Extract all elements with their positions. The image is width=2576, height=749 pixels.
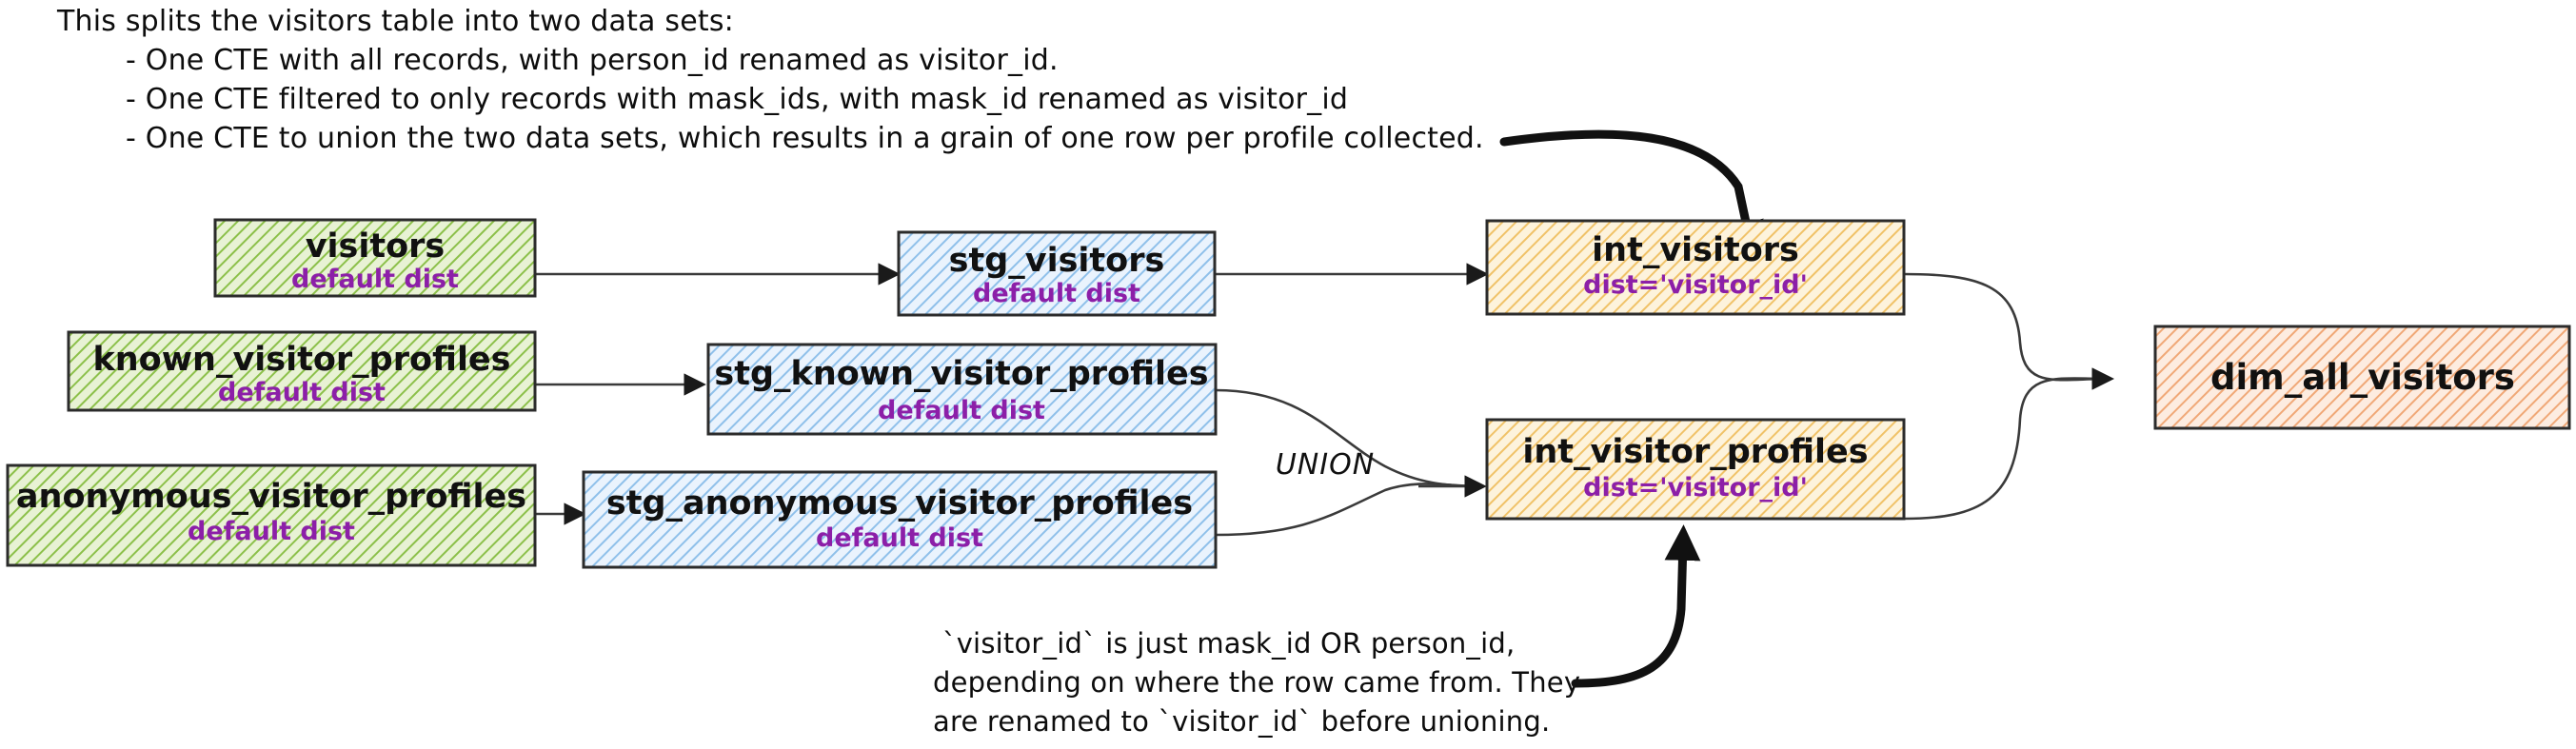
- top-annotation-line-0: This splits the visitors table into two …: [56, 5, 734, 38]
- node-stg-anonymous-visitor-profiles-subtitle: default dist: [816, 523, 983, 553]
- bottom-annotation-line-0: `visitor_id` is just mask_id OR person_i…: [942, 627, 1515, 660]
- node-anonymous-visitor-profiles-title: anonymous_visitor_profiles: [16, 478, 526, 516]
- node-known-visitor-profiles-subtitle: default dist: [218, 378, 386, 407]
- node-int-visitors[interactable]: int_visitors dist='visitor_id': [1485, 219, 1906, 316]
- node-int-visitors-subtitle: dist='visitor_id': [1583, 270, 1808, 300]
- node-int-visitor-profiles-title: int_visitor_profiles: [1522, 433, 1868, 471]
- edge-int-visitors-to-dim: [1903, 272, 2114, 390]
- node-stg-visitors[interactable]: stg_visitors default dist: [897, 230, 1217, 317]
- node-stg-anonymous-visitor-profiles-title: stg_anonymous_visitor_profiles: [606, 484, 1193, 522]
- node-stg-known-visitor-profiles[interactable]: stg_known_visitor_profiles default dist: [706, 343, 1218, 436]
- node-known-visitor-profiles-title: known_visitor_profiles: [92, 341, 510, 379]
- top-annotation-line-3: - One CTE to union the two data sets, wh…: [126, 122, 1484, 155]
- callout-arrow-bottom: [1571, 524, 1701, 688]
- top-annotation: This splits the visitors table into two …: [56, 5, 1484, 155]
- node-visitors-title: visitors: [306, 227, 446, 266]
- bottom-annotation: `visitor_id` is just mask_id OR person_i…: [933, 627, 1580, 738]
- node-dim-all-visitors[interactable]: dim_all_visitors: [2153, 325, 2571, 430]
- node-stg-visitors-subtitle: default dist: [973, 279, 1140, 308]
- node-anonymous-visitor-profiles-subtitle: default dist: [188, 517, 355, 546]
- node-stg-known-visitor-profiles-title: stg_known_visitor_profiles: [714, 355, 1208, 393]
- edge-stg-anonymous-to-int-profiles: [1215, 483, 1484, 537]
- edges: [534, 263, 2114, 537]
- node-visitors[interactable]: visitors default dist: [213, 218, 537, 298]
- edge-int-profiles-to-dim: [1903, 367, 2114, 521]
- node-dim-all-visitors-title: dim_all_visitors: [2210, 357, 2515, 398]
- node-stg-known-visitor-profiles-subtitle: default dist: [878, 396, 1045, 425]
- node-visitors-subtitle: default dist: [291, 265, 459, 294]
- top-annotation-line-2: - One CTE filtered to only records with …: [126, 83, 1348, 116]
- union-label: UNION: [1276, 448, 1375, 482]
- node-int-visitor-profiles[interactable]: int_visitor_profiles dist='visitor_id': [1485, 418, 1906, 521]
- node-stg-anonymous-visitor-profiles[interactable]: stg_anonymous_visitor_profiles default d…: [582, 470, 1218, 569]
- node-int-visitor-profiles-subtitle: dist='visitor_id': [1583, 473, 1808, 503]
- node-stg-visitors-title: stg_visitors: [949, 242, 1165, 280]
- bottom-annotation-line-1: depending on where the row came from. Th…: [933, 666, 1580, 699]
- callout-arrow-top: [1499, 129, 1764, 258]
- bottom-annotation-line-2: are renamed to `visitor_id` before union…: [933, 705, 1550, 738]
- node-known-visitor-profiles[interactable]: known_visitor_profiles default dist: [67, 330, 537, 412]
- node-anonymous-visitor-profiles[interactable]: anonymous_visitor_profiles default dist: [6, 463, 537, 567]
- node-int-visitors-title: int_visitors: [1592, 231, 1799, 269]
- top-annotation-line-1: - One CTE with all records, with person_…: [126, 44, 1059, 77]
